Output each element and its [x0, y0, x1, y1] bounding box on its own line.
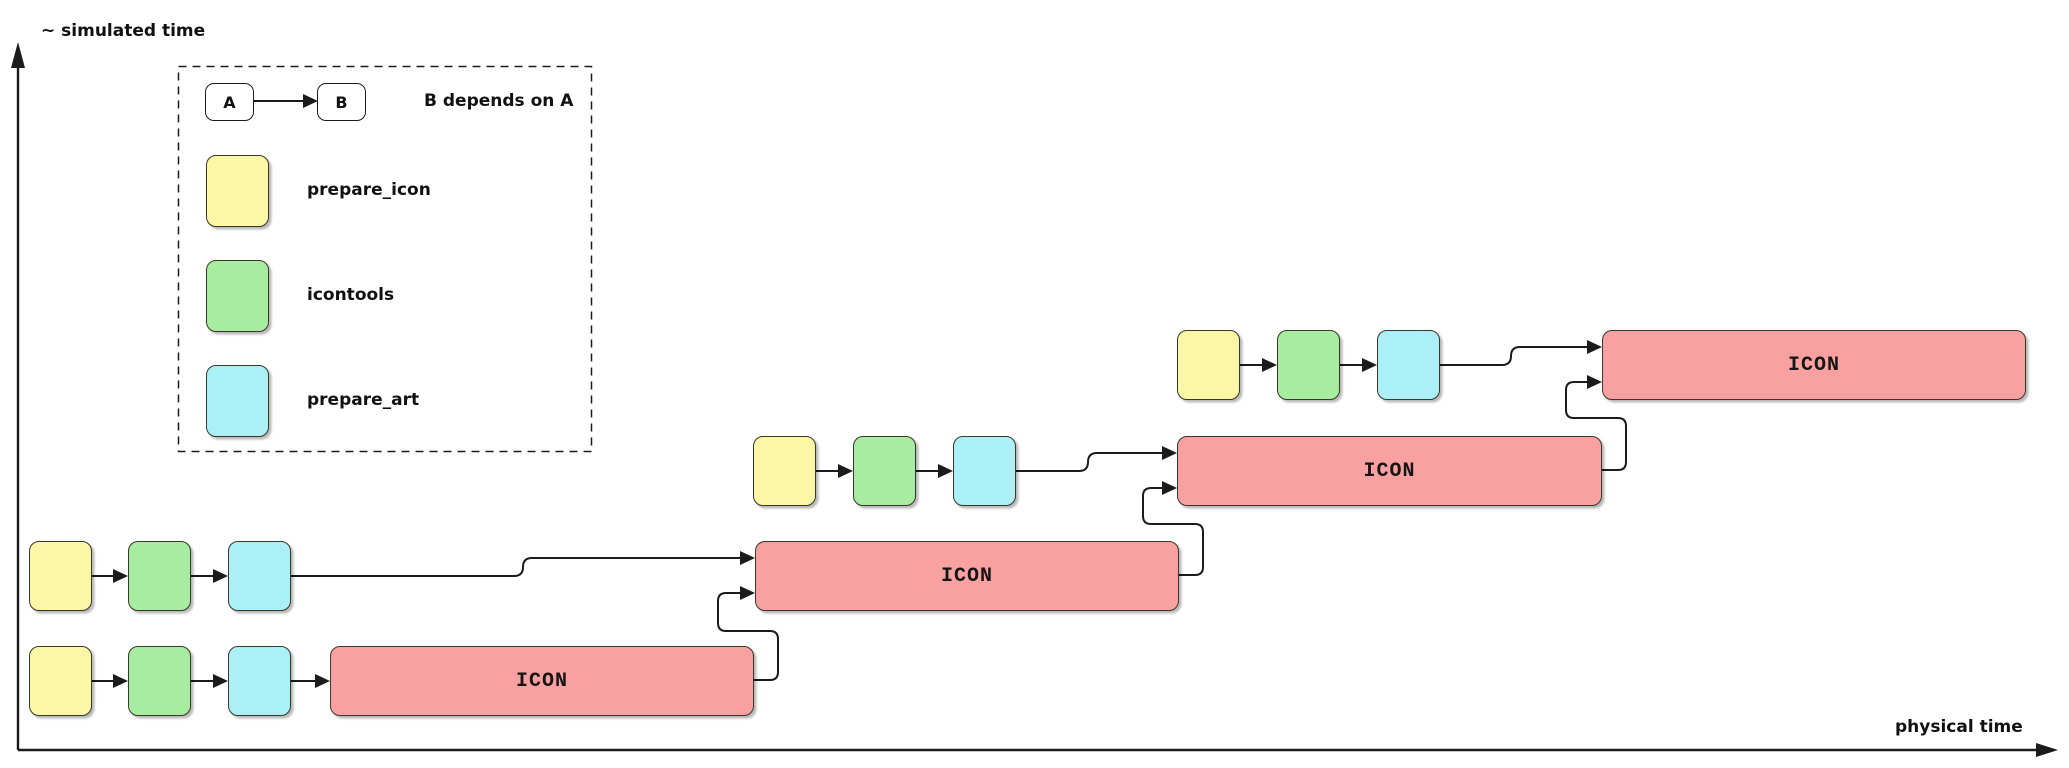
arrow-row3-icontools-prepareart-head	[938, 464, 953, 478]
build-icon-row4: ICON	[1602, 330, 2026, 400]
connector-icon2-icon3-line	[1142, 487, 1204, 576]
legend-node-a: A	[205, 83, 254, 121]
connector-icon1-icon2-line	[717, 592, 779, 681]
task-prepare-icon-row2	[29, 541, 92, 611]
connector-row2-prepareart-icon-line	[291, 557, 740, 577]
x-axis-label: physical time	[1895, 717, 2023, 737]
arrow-row4-icontools-prepareart-head	[1362, 358, 1377, 372]
build-icon-row2: ICON	[755, 541, 1179, 611]
legend-label-prepare-art: prepare_art	[307, 390, 420, 410]
legend-label-icontools: icontools	[307, 285, 395, 305]
legend-swatch-prepare-icon	[206, 155, 269, 227]
connector-icon3-icon4-head	[1587, 375, 1602, 389]
x-axis-arrowhead-icon	[2036, 743, 2058, 757]
build-icon-row2-label: ICON	[940, 564, 993, 588]
task-icontools-row1	[128, 646, 191, 716]
arrow-row2-icontools-prepareart-head	[213, 569, 228, 583]
task-prepare-art-row3	[953, 436, 1016, 506]
arrow-row1-prepareicon-icontools-head	[113, 674, 128, 688]
build-icon-row4-label: ICON	[1787, 353, 1840, 377]
connector-row3-prepareart-icon-line	[1016, 452, 1162, 472]
task-prepare-art-row1	[228, 646, 291, 716]
connector-icon2-icon3-head	[1162, 481, 1177, 495]
connector-row4-prepareart-icon-line	[1440, 346, 1587, 366]
y-axis-label: ~ simulated time	[41, 21, 206, 41]
connector-row3-prepareart-icon-head	[1162, 446, 1177, 460]
arrow-row4-prepareicon-icontools-head	[1262, 358, 1277, 372]
legend-caption: B depends on A	[424, 91, 574, 111]
arrow-row1-icontools-prepareart-head	[213, 674, 228, 688]
task-prepare-icon-row4	[1177, 330, 1240, 400]
connector-icon1-icon2-head	[740, 586, 755, 600]
connector-row4-prepareart-icon-head	[1587, 340, 1602, 354]
task-icontools-row4	[1277, 330, 1340, 400]
build-icon-row3-label: ICON	[1363, 459, 1416, 483]
legend-border	[177, 65, 593, 453]
build-icon-row1-label: ICON	[515, 669, 568, 693]
task-prepare-art-row2	[228, 541, 291, 611]
build-icon-row3: ICON	[1177, 436, 1602, 506]
legend-swatch-icontools	[206, 260, 269, 332]
legend-node-a-label: A	[223, 92, 236, 112]
connector-row2-prepareart-icon-head	[740, 551, 755, 565]
arrow-row1-prepareart-icon-head	[315, 674, 330, 688]
task-icontools-row2	[128, 541, 191, 611]
legend-node-b-label: B	[335, 92, 348, 112]
legend-dependency-arrowhead-icon	[303, 94, 318, 108]
legend-label-prepare-icon: prepare_icon	[307, 180, 431, 200]
connector-icon3-icon4-line	[1565, 381, 1627, 471]
task-prepare-icon-row3	[753, 436, 816, 506]
build-icon-row1: ICON	[330, 646, 754, 716]
legend-node-b: B	[317, 83, 366, 121]
legend-swatch-prepare-art	[206, 365, 269, 437]
y-axis-arrowhead-icon	[11, 42, 25, 68]
task-prepare-icon-row1	[29, 646, 92, 716]
task-icontools-row3	[853, 436, 916, 506]
arrow-row2-prepareicon-icontools-head	[113, 569, 128, 583]
arrow-row3-prepareicon-icontools-head	[838, 464, 853, 478]
task-prepare-art-row4	[1377, 330, 1440, 400]
